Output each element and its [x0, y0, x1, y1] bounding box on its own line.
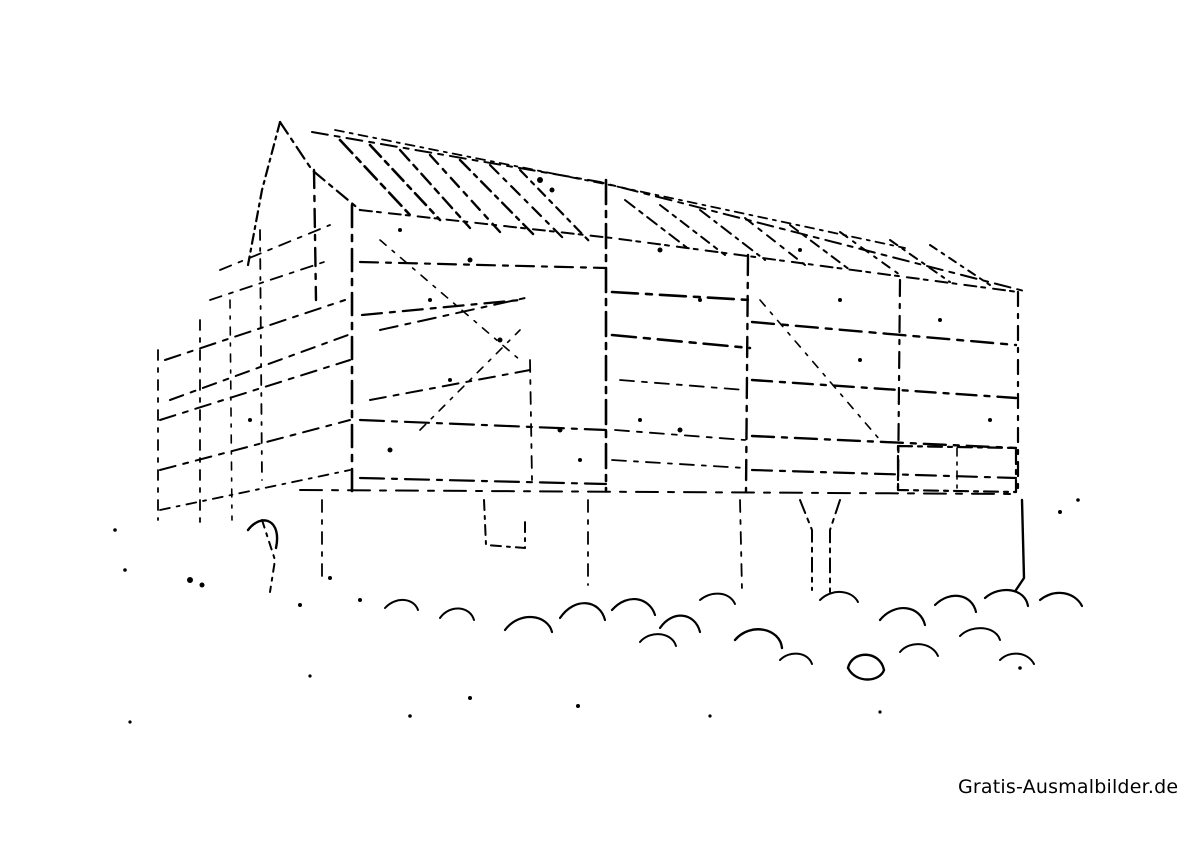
frame-posts [259, 168, 1020, 494]
side-wall-braces [157, 239, 881, 531]
roof-rafters [338, 138, 991, 286]
foundation-stones [384, 588, 1084, 681]
texture-specks [113, 177, 1080, 724]
roof-outline [246, 120, 1029, 293]
watermark-text: Gratis-Ausmalbilder.de [958, 776, 1179, 798]
window-frame [896, 444, 1018, 494]
frame-beams [159, 224, 1019, 495]
foundation-wall [246, 498, 1026, 593]
